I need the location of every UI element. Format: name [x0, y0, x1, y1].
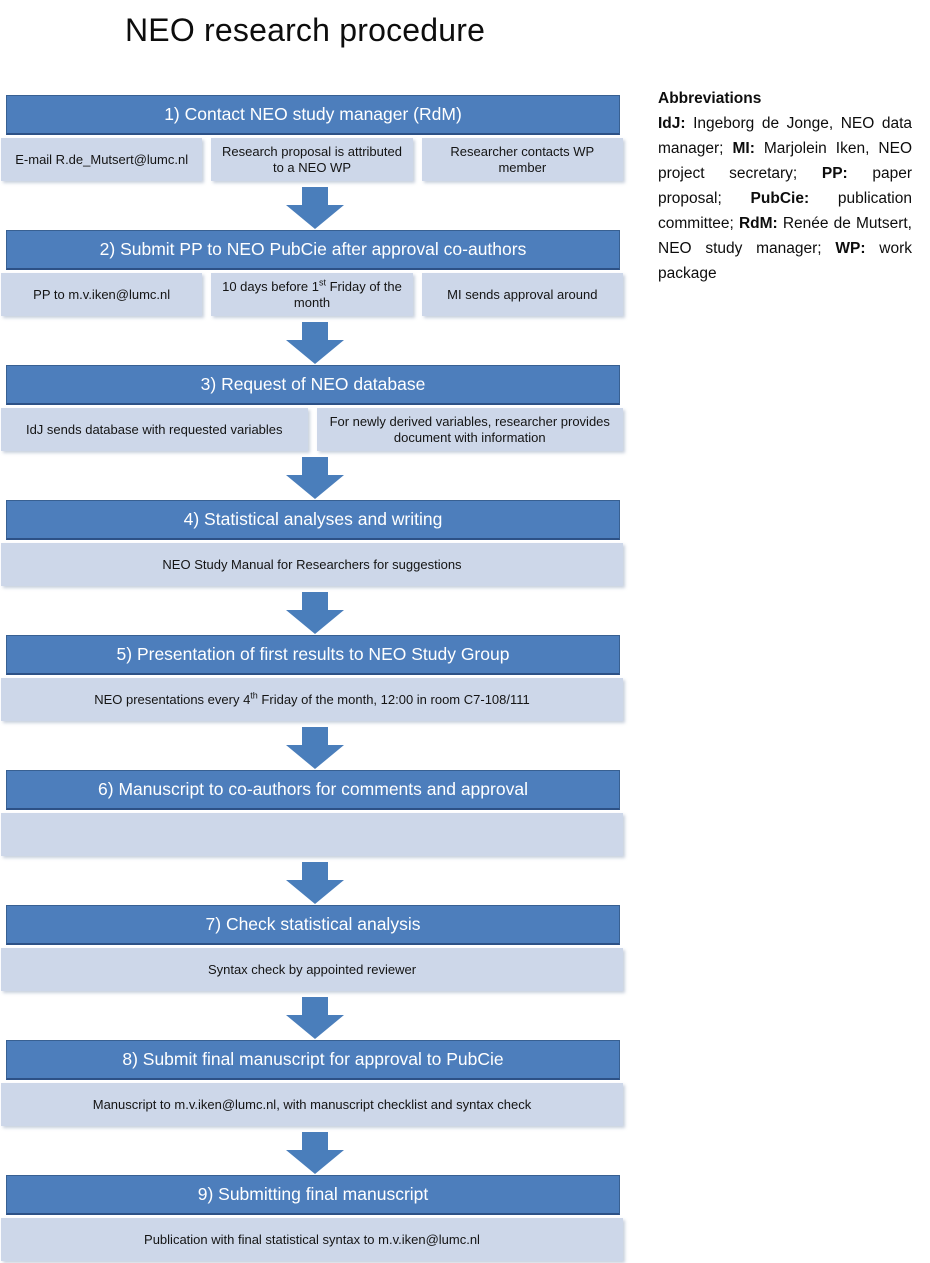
step-1-cell-3: Researcher contacts WP member: [421, 138, 623, 181]
abbreviation-item: MI: Marjolein Iken, NEO project secretar…: [658, 140, 912, 182]
step-9-cell-1: Publication with final statistical synta…: [1, 1218, 623, 1261]
step-5-cell-1: NEO presentations every 4th Friday of th…: [1, 678, 623, 721]
step-cell-text: IdJ sends database with requested variab…: [25, 421, 283, 437]
step-3-cell-1: IdJ sends database with requested variab…: [1, 408, 308, 451]
step-1-cell-1: E-mail R.de_Mutsert@lumc.nl: [1, 138, 203, 181]
down-arrow-icon: [286, 997, 344, 1039]
step-2-cell-3: MI sends approval around: [421, 273, 623, 316]
step-1-cell-2: Research proposal is attributed to a NEO…: [211, 138, 413, 181]
step-1-header: 1) Contact NEO study manager (RdM): [6, 95, 620, 135]
abbreviation-item: PubCie: publication committee;: [658, 190, 912, 232]
step-7-header: 7) Check statistical analysis: [6, 905, 620, 945]
step-5-block: 5) Presentation of first results to NEO …: [0, 635, 630, 770]
step-3-cell-2: For newly derived variables, researcher …: [316, 408, 623, 451]
step-8-cell-1: Manuscript to m.v.iken@lumc.nl, with man…: [1, 1083, 623, 1126]
step-7-cell-1: Syntax check by appointed reviewer: [1, 948, 623, 991]
step-6-cell-1: [1, 813, 623, 856]
page-title: NEO research procedure: [125, 12, 486, 48]
step-8-cells-row: Manuscript to m.v.iken@lumc.nl, with man…: [1, 1083, 623, 1126]
step-cell-text: NEO presentations every 4th Friday of th…: [94, 690, 530, 707]
step-2-cell-1: PP to m.v.iken@lumc.nl: [1, 273, 203, 316]
step-cell-text: E-mail R.de_Mutsert@lumc.nl: [15, 151, 189, 167]
step-2-block: 2) Submit PP to NEO PubCie after approva…: [0, 230, 630, 365]
step-7-block: 7) Check statistical analysis Syntax che…: [0, 905, 630, 1040]
flowchart: 1) Contact NEO study manager (RdM) E-mai…: [0, 95, 630, 1263]
down-arrow-icon: [286, 862, 344, 904]
step-1-block: 1) Contact NEO study manager (RdM) E-mai…: [0, 95, 630, 230]
abbreviations-heading: Abbreviations: [658, 90, 762, 107]
step-5-cells-row: NEO presentations every 4th Friday of th…: [1, 678, 623, 721]
step-3-header: 3) Request of NEO database: [6, 365, 620, 405]
step-2-header: 2) Submit PP to NEO PubCie after approva…: [6, 230, 620, 270]
step-cell-text: Syntax check by appointed reviewer: [207, 961, 417, 977]
step-8-header: 8) Submit final manuscript for approval …: [6, 1040, 620, 1080]
step-6-block: 6) Manuscript to co-authors for comments…: [0, 770, 630, 905]
step-2-cell-2: 10 days before 1st Friday of the month: [211, 273, 413, 316]
abbreviation-item: WP: work package: [658, 240, 912, 282]
abbreviation-item: IdJ: Ingeborg de Jonge, NEO data manager…: [658, 115, 912, 157]
step-9-cells-row: Publication with final statistical synta…: [1, 1218, 623, 1261]
step-5-header: 5) Presentation of first results to NEO …: [6, 635, 620, 675]
step-1-cells-row: E-mail R.de_Mutsert@lumc.nl Research pro…: [1, 138, 623, 181]
step-9-header: 9) Submitting final manuscript: [6, 1175, 620, 1215]
abbreviation-item: PP: paper proposal;: [658, 165, 913, 207]
step-cell-text: PP to m.v.iken@lumc.nl: [33, 286, 171, 302]
step-6-header: 6) Manuscript to co-authors for comments…: [6, 770, 620, 810]
step-4-block: 4) Statistical analyses and writing NEO …: [0, 500, 630, 635]
down-arrow-icon: [286, 592, 344, 634]
step-7-cells-row: Syntax check by appointed reviewer: [1, 948, 623, 991]
down-arrow-icon: [286, 457, 344, 499]
down-arrow-icon: [286, 322, 344, 364]
step-cell-text: Research proposal is attributed to a NEO…: [222, 143, 402, 175]
down-arrow-icon: [286, 1132, 344, 1174]
step-cell-text: 10 days before 1st Friday of the month: [222, 277, 402, 310]
step-cell-text: MI sends approval around: [447, 286, 598, 302]
step-3-block: 3) Request of NEO database IdJ sends dat…: [0, 365, 630, 500]
abbreviations-panel: Abbreviations IdJ: Ingeborg de Jonge, NE…: [658, 86, 912, 286]
step-9-block: 9) Submitting final manuscript Publicati…: [0, 1175, 630, 1263]
step-2-cells-row: PP to m.v.iken@lumc.nl 10 days before 1s…: [1, 273, 623, 316]
step-3-cells-row: IdJ sends database with requested variab…: [1, 408, 623, 451]
step-8-block: 8) Submit final manuscript for approval …: [0, 1040, 630, 1175]
step-cell-text: Manuscript to m.v.iken@lumc.nl, with man…: [92, 1096, 532, 1112]
step-4-cell-1: NEO Study Manual for Researchers for sug…: [1, 543, 623, 586]
down-arrow-icon: [286, 727, 344, 769]
step-6-cells-row: [1, 813, 623, 856]
step-cell-text: For newly derived variables, researcher …: [329, 413, 610, 445]
step-4-cells-row: NEO Study Manual for Researchers for sug…: [1, 543, 623, 586]
step-cell-text: NEO Study Manual for Researchers for sug…: [162, 556, 462, 572]
step-4-header: 4) Statistical analyses and writing: [6, 500, 620, 540]
down-arrow-icon: [286, 187, 344, 229]
abbreviation-item: RdM: Renée de Mutsert, NEO study manager…: [658, 215, 912, 257]
step-cell-text: Researcher contacts WP member: [450, 143, 595, 175]
step-cell-text: Publication with final statistical synta…: [144, 1231, 480, 1247]
